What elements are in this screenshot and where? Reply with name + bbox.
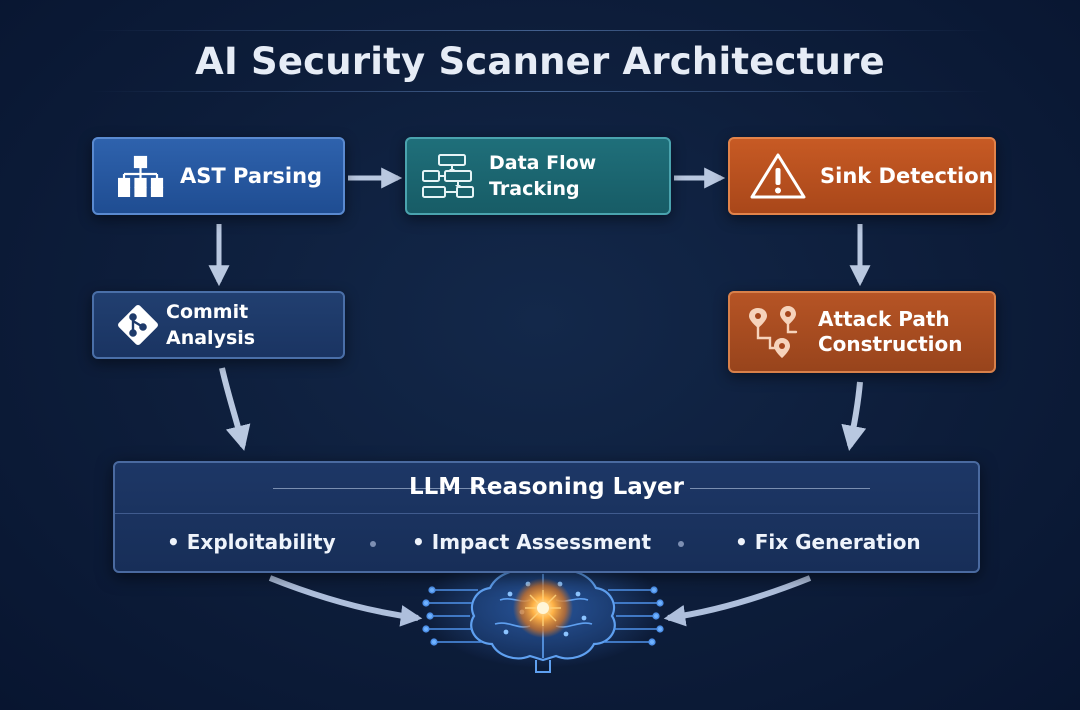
node-data-flow-tracking-label: Data Flow Tracking (489, 152, 597, 200)
node-attack-path-label-line2: Construction (818, 332, 963, 356)
llm-reasoning-layer: LLM Reasoning Layer • Exploitability • I… (113, 461, 980, 573)
ai-brain-icon (422, 548, 664, 673)
reasoning-layer-title: LLM Reasoning Layer (408, 474, 685, 500)
title-divider-top (90, 30, 990, 31)
reasoning-item-impact-assessment: • Impact Assessment (412, 530, 652, 554)
git-commit-icon (116, 303, 160, 347)
flowchart-icon (421, 153, 477, 199)
node-attack-path-construction: Attack Path Construction (728, 291, 996, 373)
warning-icon (750, 152, 806, 200)
separator-dot (678, 541, 684, 547)
reasoning-item-fix-text: Fix Generation (754, 530, 921, 554)
header-rule-left (273, 488, 501, 489)
node-ast-parsing: AST Parsing (92, 137, 345, 215)
node-ast-parsing-label: AST Parsing (180, 164, 323, 188)
reasoning-layer-header: LLM Reasoning Layer (115, 463, 978, 514)
node-commit-analysis-label: Commit Analysis (166, 301, 256, 349)
separator-dot (370, 541, 376, 547)
arrow-commit-to-layer (219, 367, 251, 451)
hierarchy-icon (118, 155, 164, 197)
arrow-layer-to-brain-right (663, 575, 812, 627)
header-rule-right (690, 488, 870, 489)
page-title: AI Security Scanner Architecture (195, 40, 885, 83)
title-divider-bottom (90, 91, 990, 92)
node-sink-detection: Sink Detection (728, 137, 996, 215)
reasoning-layer-items: • Exploitability • Impact Assessment • F… (115, 513, 978, 573)
arrow-layer-to-brain-left (268, 575, 423, 627)
reasoning-item-impact-text: Impact Assessment (431, 530, 652, 554)
arrow-attack-to-layer (841, 381, 867, 451)
node-sink-detection-label: Sink Detection (820, 164, 994, 188)
title-banner: AI Security Scanner Architecture (90, 26, 990, 96)
node-attack-path-label: Attack Path Construction (818, 307, 962, 357)
reasoning-item-exploitability-text: Exploitability (186, 530, 336, 554)
node-commit-analysis: Commit Analysis (92, 291, 345, 359)
reasoning-item-fix-generation: • Fix Generation (735, 530, 921, 554)
node-data-flow-tracking: Data Flow Tracking (405, 137, 671, 215)
node-attack-path-label-line1: Attack Path (818, 307, 950, 331)
route-pins-icon (748, 304, 804, 360)
reasoning-item-exploitability: • Exploitability (167, 530, 336, 554)
